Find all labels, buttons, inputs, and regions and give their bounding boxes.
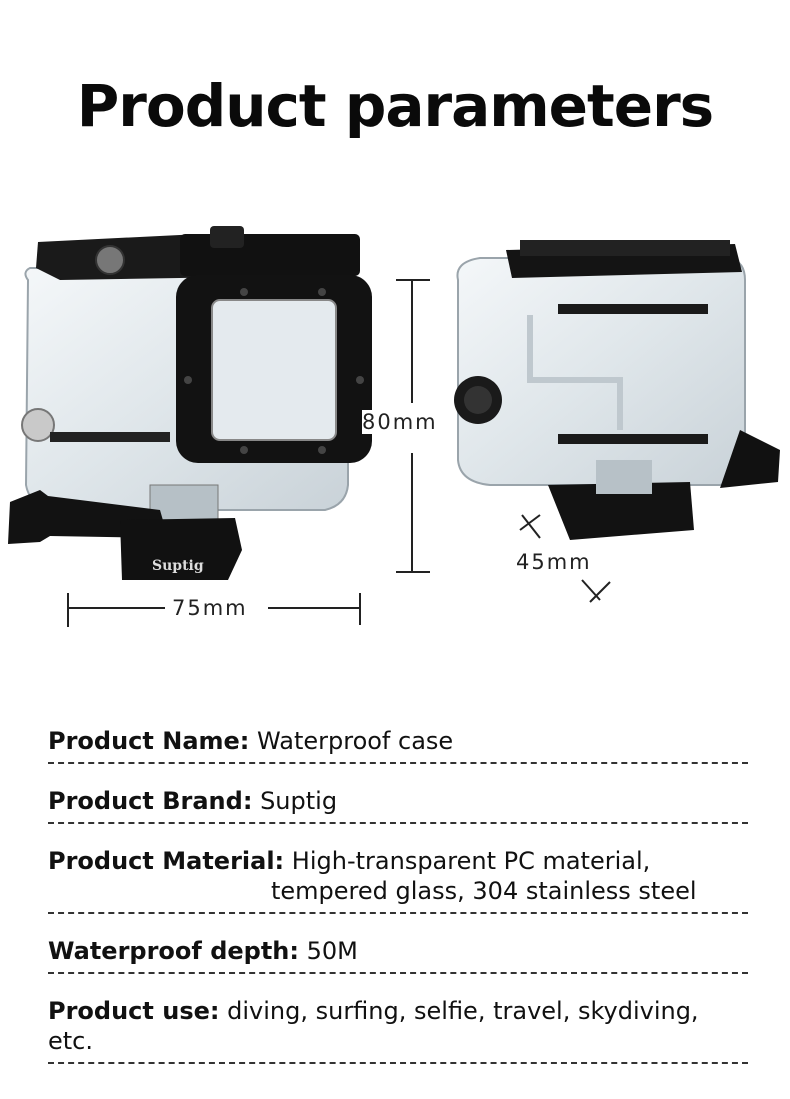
back-case-image bbox=[454, 240, 780, 540]
spec-row-material: Product Material: High-transparent PC ma… bbox=[48, 846, 748, 914]
product-photo: Suptig bbox=[8, 226, 780, 627]
spec-value: 50M bbox=[306, 937, 358, 965]
brand-mark: Suptig bbox=[152, 558, 204, 574]
spec-row-brand: Product Brand: Suptig bbox=[48, 786, 748, 824]
page-title: Product parameters bbox=[76, 72, 714, 140]
spec-value: Waterproof case bbox=[257, 727, 454, 755]
dimension-lines bbox=[67, 279, 611, 627]
height-dimension-label: 80mm bbox=[362, 410, 438, 434]
front-case-image: Suptig bbox=[8, 226, 372, 580]
spec-key: Product Name: bbox=[48, 727, 250, 755]
spec-key: Product Material: bbox=[48, 847, 285, 875]
spec-key: Waterproof depth: bbox=[48, 937, 299, 965]
spec-row-name: Product Name: Waterproof case bbox=[48, 726, 748, 764]
depth-dimension-label: 45mm bbox=[516, 550, 592, 574]
width-dimension-label: 75mm bbox=[172, 596, 248, 620]
spec-value-continued: tempered glass, 304 stainless steel bbox=[271, 877, 697, 905]
spec-row-use: Product use: diving, surfing, selfie, tr… bbox=[48, 996, 748, 1064]
spec-value: High-transparent PC material, bbox=[291, 847, 651, 875]
spec-value: diving, surfing, selfie, travel, skydivi… bbox=[48, 997, 699, 1055]
spec-value: Suptig bbox=[260, 787, 338, 815]
spec-key: Product Brand: bbox=[48, 787, 253, 815]
spec-key: Product use: bbox=[48, 997, 220, 1025]
spec-row-depth: Waterproof depth: 50M bbox=[48, 936, 748, 974]
